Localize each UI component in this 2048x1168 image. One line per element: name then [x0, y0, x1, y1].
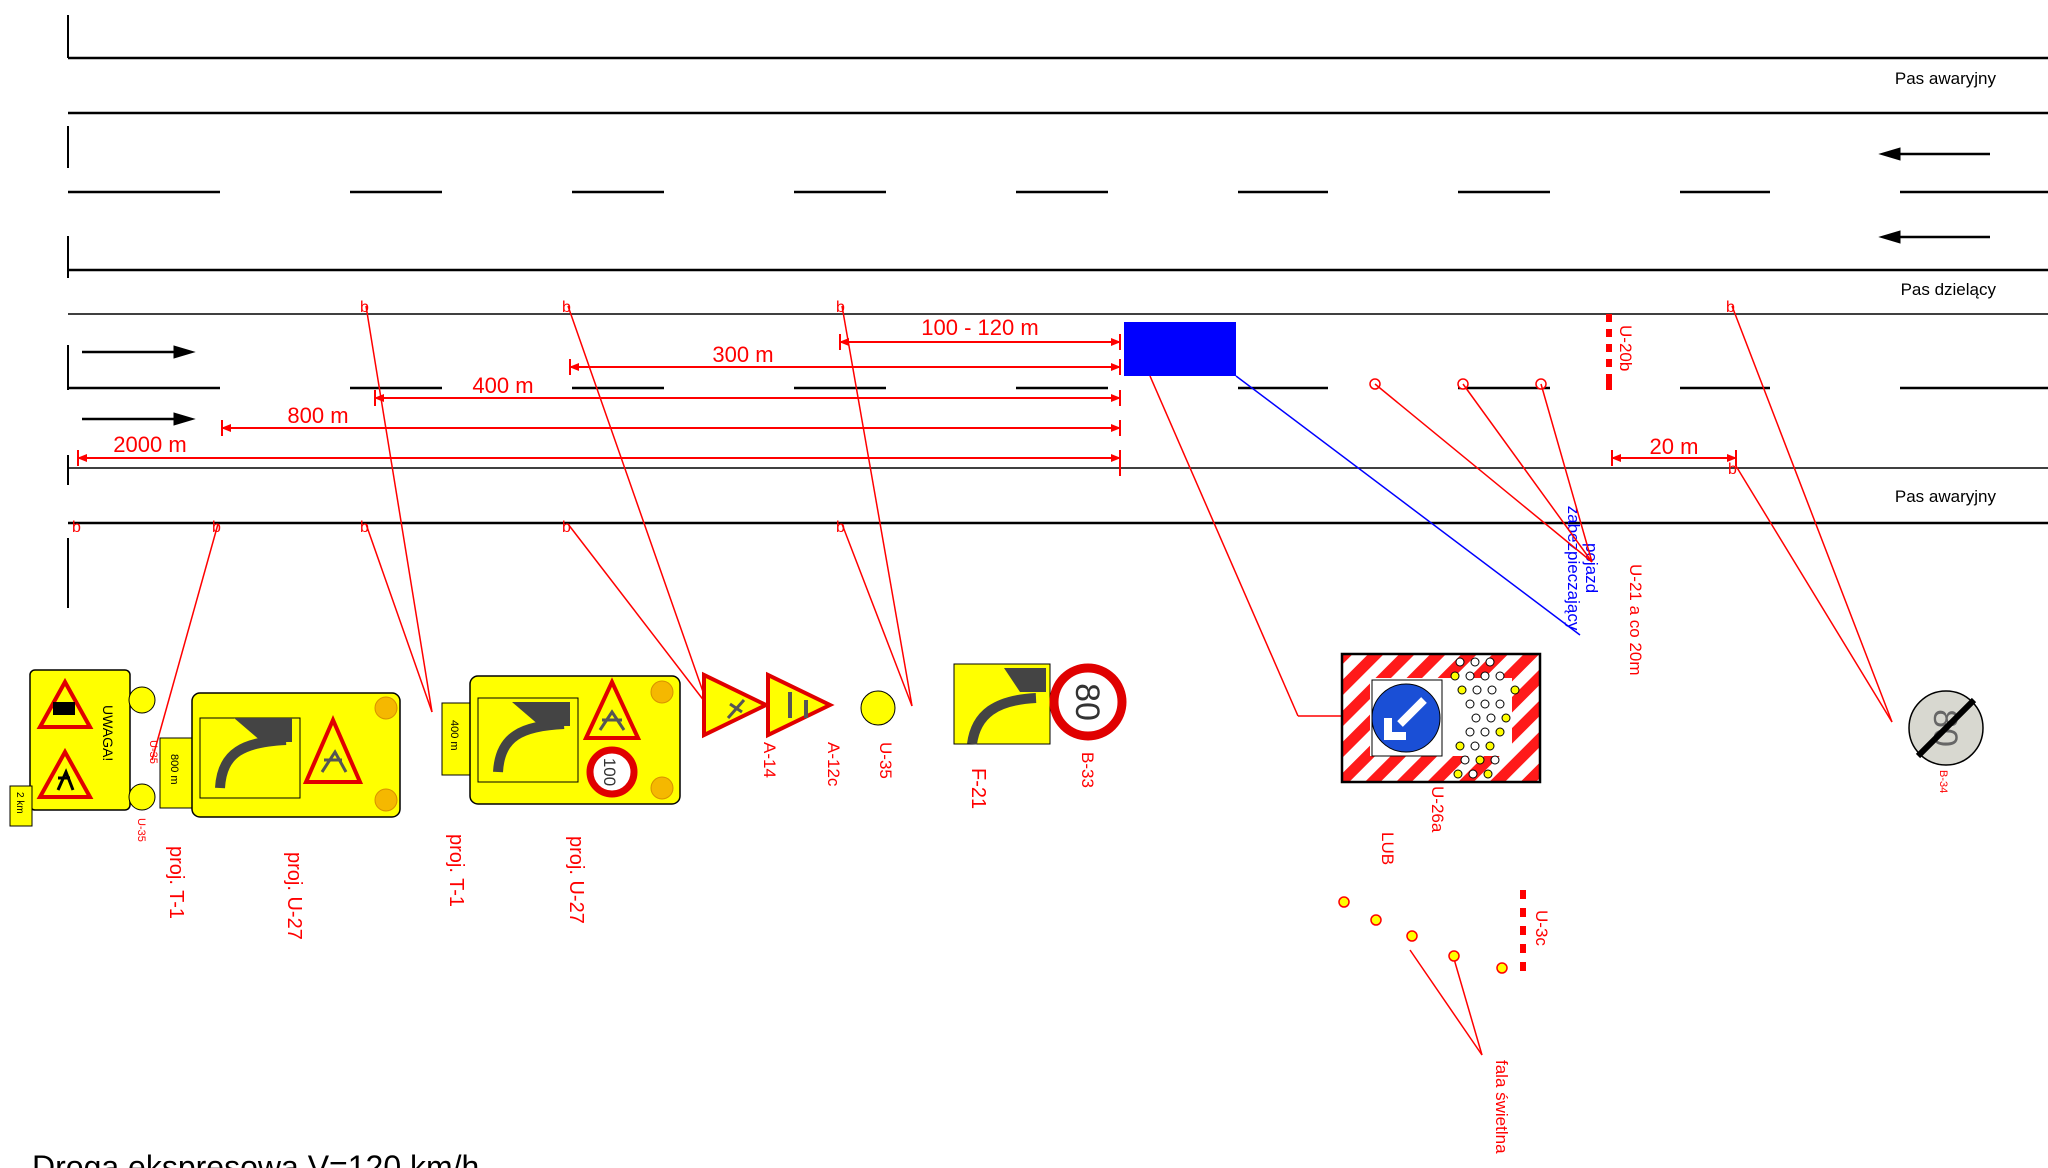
label-u26a: U-26a: [1428, 786, 1447, 833]
b-marker: b: [1728, 461, 1737, 478]
label-b34: B-34: [1937, 770, 1949, 793]
down-left-arrow-icon: [1384, 697, 1427, 740]
m400-text: 400 m: [448, 720, 460, 751]
sign-a12c: [766, 671, 835, 739]
distance-800: 800 m: [287, 403, 348, 428]
km2-text: 2 km: [14, 792, 25, 814]
b-marker: b: [212, 519, 221, 536]
light-wave: [1338, 896, 1508, 974]
u35-small-label: U-35: [147, 740, 159, 764]
b-marker: b: [360, 519, 369, 536]
b-marker: b: [72, 519, 81, 536]
u35-lamp: [128, 686, 156, 714]
dimension-lines: [77, 334, 1737, 476]
label-pas-awaryjny-bottom: Pas awaryjny: [1895, 487, 1997, 506]
label-u35: U-35: [876, 742, 895, 779]
distance-300: 300 m: [712, 342, 773, 367]
label-proj-t1: proj. T-1: [165, 846, 187, 919]
label-proj-u27: proj. U-27: [283, 852, 305, 940]
b-marker: b: [1726, 299, 1735, 316]
label-f21: F-21: [967, 768, 989, 809]
label-proj-u27: proj. U-27: [565, 836, 587, 924]
u20b-barrier: [1606, 314, 1612, 390]
sign-b33: 80: [1049, 663, 1127, 741]
vehicle-label-2: zabezpieczający: [1564, 506, 1583, 631]
vehicle-label-1: pojazd: [1582, 543, 1601, 593]
distance-400: 400 m: [472, 373, 533, 398]
label-lub: LUB: [1378, 832, 1397, 865]
arrow-left-icon: [1878, 147, 1990, 161]
sign-b34: 80: [1908, 690, 1984, 766]
trailer-400m: 400 m 100: [441, 675, 681, 805]
amber-lamp: [650, 776, 674, 800]
label-b33: B-33: [1078, 752, 1097, 788]
b-marker: b: [360, 299, 369, 316]
arrow-right-icon: [82, 345, 196, 359]
roadworks-icon: [302, 714, 364, 784]
u35-small-label: U-35: [135, 818, 147, 842]
u3c-barrier: [1520, 890, 1526, 971]
u26a-arrow-board: [1340, 652, 1542, 784]
speed-80-text: 80: [1068, 683, 1106, 721]
speed-limit-sign: [586, 746, 638, 798]
sign-a14: [702, 671, 771, 739]
m800-text: 800 m: [168, 754, 180, 785]
diagram-caption: Droga ekspresowa V=120 km/h: [32, 1149, 479, 1168]
label-pas-dzielacy: Pas dzielący: [1901, 280, 1997, 299]
road: [67, 15, 2048, 608]
b-marker: b: [836, 299, 845, 316]
b-marker: b: [562, 519, 571, 536]
arrow-right-icon: [82, 412, 196, 426]
label-u20b: U-20b: [1616, 325, 1635, 371]
distance-100-120: 100 - 120 m: [921, 315, 1038, 340]
vehicle-leader: [1235, 375, 1581, 636]
amber-lamp: [650, 680, 674, 704]
amber-lamp: [374, 788, 398, 812]
sign-u35-lamp: [860, 690, 896, 726]
amber-lamp: [374, 696, 398, 720]
label-pas-awaryjny-top: Pas awaryjny: [1895, 69, 1997, 88]
speed-100-text: 100: [600, 758, 619, 786]
light-dots: [1450, 657, 1520, 779]
uwaga-text: UWAGA!: [100, 705, 116, 761]
label-a14: A-14: [760, 742, 779, 778]
warning-trailer-uwaga: UWAGA! 2 km U-35 U-35: [9, 669, 159, 842]
distance-2000: 2000 m: [113, 432, 186, 457]
label-a12c: A-12c: [824, 742, 843, 787]
b-marker: b: [562, 299, 571, 316]
protective-vehicle: [1124, 322, 1236, 376]
label-u3c: U-3c: [1532, 910, 1551, 946]
u35-lamp: [128, 783, 156, 811]
traffic-arrows: [82, 147, 1990, 426]
b-marker: b: [836, 519, 845, 536]
sign-f21: [953, 663, 1051, 745]
leader-lines: [151, 305, 1893, 1056]
trailer-800m: 800 m: [159, 692, 401, 818]
label-proj-t1: proj. T-1: [445, 834, 467, 907]
label-u21: U-21 a co 20m: [1626, 564, 1645, 676]
arrow-left-icon: [1878, 230, 1990, 244]
label-fala: fala świetlna: [1492, 1060, 1511, 1154]
distance-20: 20 m: [1650, 434, 1699, 459]
